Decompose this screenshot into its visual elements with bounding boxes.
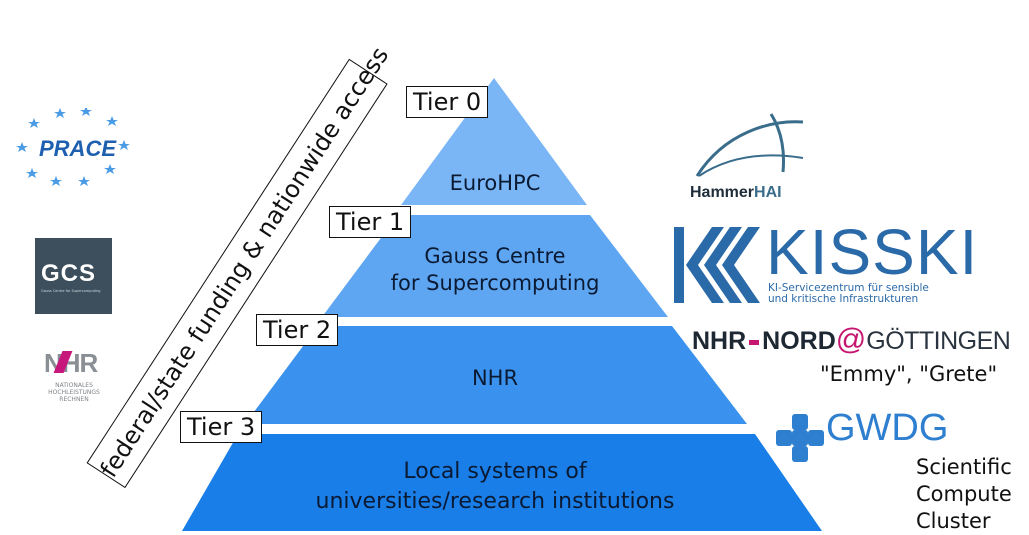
kisski-subtitle: KI-Servicezentrum für sensible und kriti…: [768, 283, 929, 305]
hammerhai-suffix: HAI: [754, 184, 782, 201]
hammerhai-text: HammerHAI: [690, 184, 782, 201]
tier3-layer: [182, 434, 822, 531]
gcs-logo: GCS Gauss Centre for Supercomputing: [35, 238, 112, 314]
nhr-systems: "Emmy", "Grete": [820, 362, 998, 386]
scc-line3: Cluster: [916, 509, 991, 533]
tier3-label: Tier 3: [180, 411, 263, 443]
scc-label: Scientific Compute Cluster: [916, 454, 1012, 535]
tier1-name: Gauss Centre for Supercomputing: [350, 243, 640, 297]
gcs-logo-text: GCS: [41, 260, 97, 287]
nhr-logo: NHR NATIONALES HOCHLEISTUNGS RECHNEN: [38, 348, 110, 412]
tier1-name-line2: for Supercomputing: [390, 271, 600, 295]
nhr-nord-at: @: [835, 323, 867, 356]
nhr-nord-logo: NHR NORD@GÖTTINGEN: [692, 323, 1011, 357]
nhr-subtitle-line3: RECHNEN: [59, 396, 89, 403]
kisski-chevrons-icon: [674, 227, 760, 303]
nhr-subtitle-line1: NATIONALES: [55, 382, 93, 389]
tier3-name-line1: Local systems of: [403, 459, 587, 484]
nhr-nord-dash: [749, 339, 760, 345]
nhr-subtitle-line2: HOCHLEISTUNGS: [48, 389, 100, 396]
scc-line2: Compute: [916, 482, 1012, 506]
tier3-name-line2: universities/research institutions: [315, 489, 675, 514]
tier0-name: EuroHPC: [449, 171, 541, 195]
prace-text: PRACE: [39, 136, 117, 161]
hammerhai-prefix: Hammer: [690, 184, 754, 201]
tier2-name: NHR: [471, 366, 519, 390]
tier2-layer: [245, 326, 747, 424]
kisski-subtitle-line1: KI-Servicezentrum für sensible: [768, 282, 929, 294]
tier0-layer: [401, 78, 587, 205]
gwdg-text: GWDG: [826, 407, 949, 449]
scc-line1: Scientific: [916, 455, 1012, 479]
tier1-label: Tier 1: [329, 206, 412, 238]
nhr-logo-subtitle: NATIONALES HOCHLEISTUNGS RECHNEN: [38, 382, 110, 403]
nhr-nord-part2: NORD: [762, 327, 836, 355]
hammerhai-logo: HammerHAI: [690, 113, 804, 201]
gwdg-logo-icon: [776, 414, 824, 462]
tier0-label: Tier 0: [406, 86, 489, 118]
prace-logo: PRACE: [16, 108, 130, 186]
nhr-nord-part3: GÖTTINGEN: [866, 327, 1011, 355]
tier1-layer: [322, 215, 668, 317]
nhr-nord-part1: NHR: [692, 327, 747, 355]
tier3-name: Local systems of universities/research i…: [270, 457, 720, 517]
kisski-title: KISSKI: [766, 216, 979, 288]
gcs-logo-subtitle: Gauss Centre for Supercomputing: [41, 289, 101, 293]
tier1-name-line1: Gauss Centre: [424, 244, 566, 268]
kisski-subtitle-line2: und kritische Infrastrukturen: [768, 293, 919, 305]
tier2-label: Tier 2: [256, 314, 339, 346]
